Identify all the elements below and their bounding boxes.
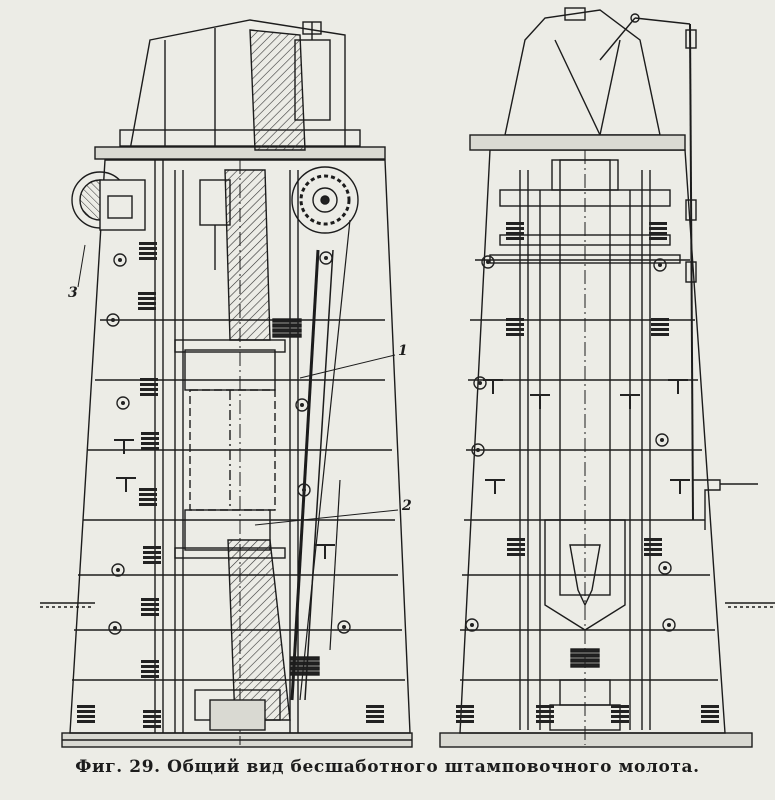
figure-caption: Фиг. 29. Общий вид бесшаботного штампово… [75,757,700,777]
callout-3: 3 [68,285,78,301]
callout-2: 2 [402,498,412,514]
callout-1: 1 [398,343,408,359]
left-section-view [40,19,413,748]
right-front-view [439,7,775,748]
right-fasteners [456,222,719,723]
callout-leaders [77,244,399,526]
